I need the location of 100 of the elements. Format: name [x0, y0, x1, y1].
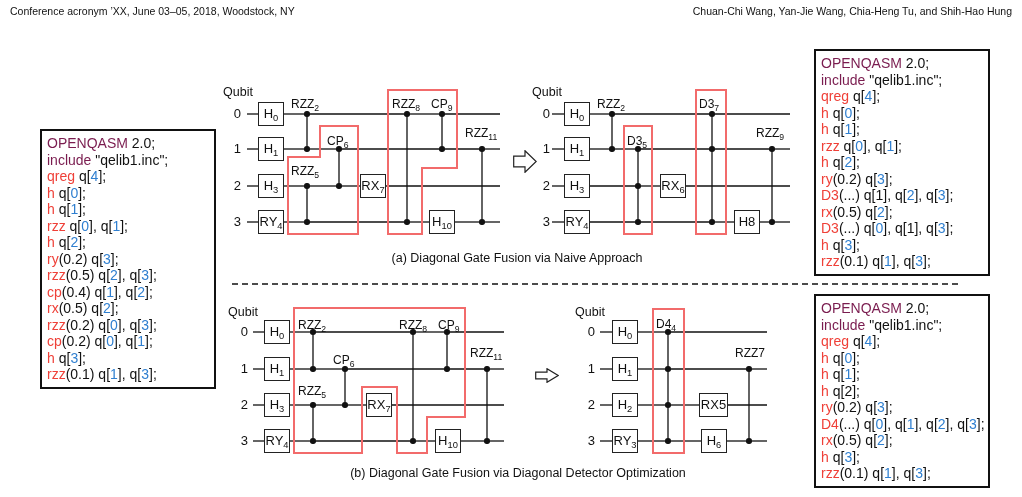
qubit-wire: [283, 148, 305, 150]
qubit-wire: [685, 185, 791, 187]
control-line: [312, 407, 314, 439]
code-line: rzz(0.1) q[1], q[3];: [47, 366, 158, 383]
control-dot: [336, 183, 342, 189]
control-dot: [746, 438, 752, 444]
gate-label: RZZ$_{5}$: [291, 165, 320, 177]
control-line: [312, 334, 314, 367]
code-line: h q[1];: [821, 121, 861, 138]
qubit-wire: [283, 221, 305, 223]
gate-label: RZZ$_{8}$: [399, 319, 428, 331]
gate-box: H$_{6}$: [701, 429, 727, 453]
qubit-index: 2: [237, 397, 253, 413]
code-line: rzz(0.1) q[1], q[3];: [821, 465, 932, 482]
qubit-wire: [289, 331, 311, 333]
qubit-wire: [589, 185, 636, 187]
gate-box: H$_{3}$: [264, 393, 290, 417]
control-dot: [310, 438, 316, 444]
qubit-wire: [415, 331, 445, 333]
qubit-wire: [614, 148, 636, 150]
control-dot: [304, 219, 310, 225]
qubit-wire: [283, 185, 305, 187]
gate-box: H$_{10}$: [435, 429, 461, 453]
control-dot: [665, 438, 671, 444]
code-box: [40, 129, 216, 389]
highlight-outline: [387, 89, 458, 235]
code-line: include "qelib1.inc";: [821, 316, 944, 333]
code-line: include "qelib1.inc";: [821, 71, 944, 88]
code-box: [814, 294, 990, 488]
qubit-wire: [599, 331, 613, 333]
code-line: cp(0.4) q[1], q[2];: [47, 283, 154, 300]
qubit-wire: [670, 404, 700, 406]
code-line: cp(0.2) q[0], q[1];: [47, 333, 154, 350]
control-line: [711, 116, 713, 147]
highlight-outline: [652, 308, 685, 454]
control-line: [771, 151, 773, 220]
qubit-heading: Qubit: [228, 304, 258, 320]
control-line: [711, 151, 713, 220]
qubit-wire: [415, 440, 436, 442]
qubit-wire: [637, 404, 666, 406]
control-dot: [709, 219, 715, 225]
qubit-heading: Qubit: [575, 304, 605, 320]
code-line: h q[2];: [821, 382, 861, 399]
gate-box: H$_{1}$: [564, 137, 590, 161]
qubit-wire: [589, 148, 610, 150]
qubit-wire: [449, 368, 485, 370]
control-dot: [635, 146, 641, 152]
control-line: [306, 188, 308, 220]
qubit-wire: [454, 221, 480, 223]
code-line: rx(0.5) q[2];: [821, 432, 894, 449]
qubit-wire: [309, 185, 337, 187]
qubit-wire: [670, 440, 702, 442]
control-line: [441, 116, 443, 147]
qubit-wire: [246, 185, 259, 187]
control-dot: [336, 146, 342, 152]
control-dot: [665, 402, 671, 408]
figure-caption: (b) Diagonal Gate Fusion via Diagonal Detector Optimization: [350, 465, 686, 481]
qubit-index: 1: [231, 141, 247, 157]
qubit-wire: [751, 368, 768, 370]
gate-box: RY$_{4}$: [258, 210, 284, 234]
gate-label: RZZ$_{5}$: [298, 385, 327, 397]
highlight-outline: [293, 307, 466, 454]
code-line: h q[2];: [821, 154, 861, 171]
code-line: OPENQASM 2.0;: [47, 135, 157, 152]
control-dot: [609, 146, 615, 152]
qubit-wire: [309, 113, 405, 115]
qubit-wire: [252, 404, 265, 406]
gate-label: CP$_{9}$: [438, 319, 460, 331]
code-line: D3(...) q[1], q[2], q[3];: [821, 187, 955, 204]
qubit-wire: [289, 404, 311, 406]
control-line: [611, 116, 613, 147]
qubit-wire: [759, 221, 770, 223]
gate-box: RY$_{4}$: [564, 210, 590, 234]
qubit-index: 0: [536, 106, 552, 122]
code-line: h q[1];: [821, 366, 861, 383]
code-line: qreg q[4];: [47, 168, 108, 185]
qubit-wire: [640, 185, 661, 187]
gate-box: RX5: [699, 393, 728, 417]
qubit-wire: [599, 440, 613, 442]
gate-label: RZZ$_{9}$: [756, 127, 785, 139]
control-line: [637, 151, 639, 184]
control-line: [667, 371, 669, 403]
control-dot: [479, 146, 485, 152]
qubit-wire: [637, 331, 666, 333]
control-line: [446, 334, 448, 367]
gate-box: H$_{0}$: [564, 102, 590, 126]
qubit-wire: [751, 440, 768, 442]
qubit-wire: [347, 404, 367, 406]
control-line: [667, 334, 669, 367]
qubit-wire: [484, 148, 501, 150]
control-line: [637, 188, 639, 220]
control-line: [306, 116, 308, 147]
code-line: D4(...) q[0], q[1], q[2], q[3];: [821, 415, 983, 432]
qubit-wire: [726, 440, 747, 442]
control-dot: [310, 329, 316, 335]
qubit-wire: [714, 148, 770, 150]
control-line: [667, 407, 669, 439]
qubit-wire: [599, 404, 613, 406]
gate-label: D3$_{7}$: [699, 98, 720, 110]
qubit-wire: [252, 331, 265, 333]
